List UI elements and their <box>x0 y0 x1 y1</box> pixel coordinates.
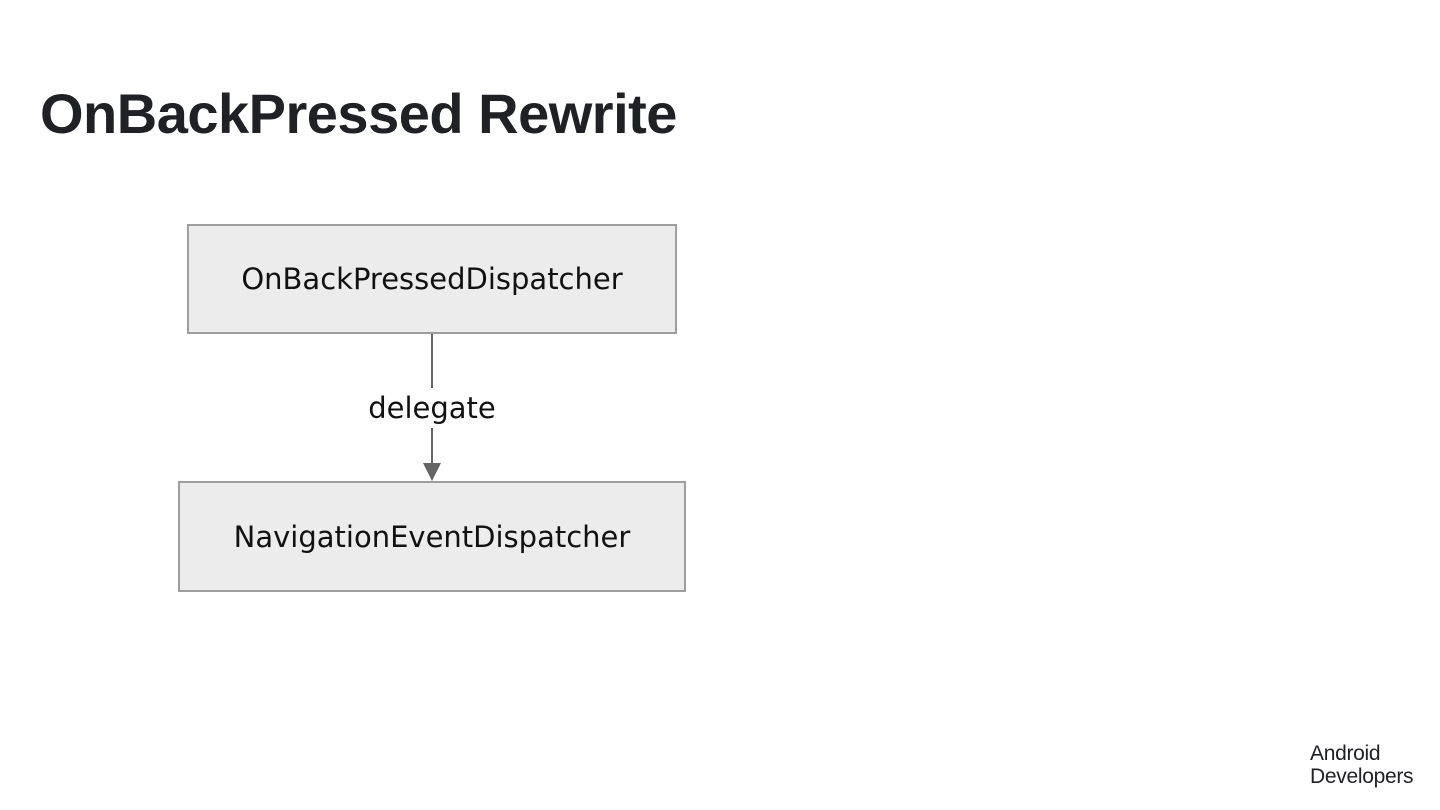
edge-label-text: delegate <box>366 391 498 425</box>
slide-title: OnBackPressed Rewrite <box>40 82 677 145</box>
node-navigation-event-dispatcher: NavigationEventDispatcher <box>178 481 686 592</box>
arrowhead-icon <box>423 463 441 481</box>
node-label: NavigationEventDispatcher <box>233 519 631 554</box>
android-developers-logo: Android Developers <box>1310 742 1414 788</box>
logo-line-1: Android <box>1310 742 1381 765</box>
edge-label-delegate: delegate <box>332 388 532 428</box>
logo-line-2: Developers <box>1310 765 1414 788</box>
node-label: OnBackPressedDispatcher <box>241 262 623 296</box>
node-onbackpressed-dispatcher: OnBackPressedDispatcher <box>187 224 677 334</box>
